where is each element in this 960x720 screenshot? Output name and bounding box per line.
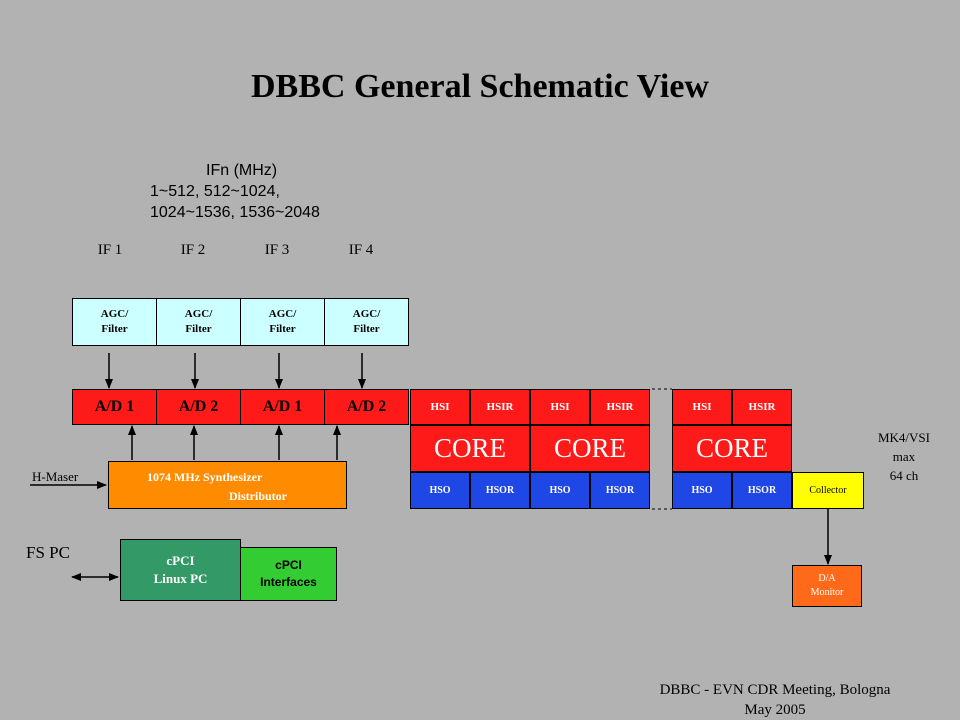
if-label-1: IF 1	[97, 242, 123, 258]
if-label-2: IF 2	[180, 242, 206, 258]
hso-1: HSO	[410, 472, 470, 509]
synthesizer-distributor: 1074 MHz Synthesizer Distributor	[108, 461, 347, 509]
ad-converter-4: A/D 2	[324, 389, 409, 425]
if-label-4: IF 4	[348, 242, 374, 258]
synth-line1: 1074 MHz Synthesizer	[147, 470, 263, 484]
synth-line2: Distributor	[229, 489, 287, 503]
hsi-1: HSI	[410, 389, 470, 425]
core-2: CORE	[530, 425, 650, 472]
fs-pc-label: FS PC	[26, 543, 70, 562]
ad-converter-3: A/D 1	[240, 389, 325, 425]
hsir-1: HSIR	[470, 389, 530, 425]
hsor-2: HSOR	[590, 472, 650, 509]
hsor-1: HSOR	[470, 472, 530, 509]
ifn-range-text: IFn (MHz) 1~512, 512~1024, 1024~1536, 15…	[150, 160, 320, 223]
hso-3: HSO	[672, 472, 732, 509]
ifn-line1: IFn (MHz)	[206, 162, 278, 179]
mk4-vsi-label: MK4/VSI max 64 ch	[877, 430, 930, 483]
hsor-3: HSOR	[732, 472, 792, 509]
hsir-2: HSIR	[590, 389, 650, 425]
ifn-line3: 1024~1536, 1536~2048	[150, 204, 320, 221]
hsi-2: HSI	[530, 389, 590, 425]
agc-filter-4: AGC/Filter	[324, 298, 409, 346]
if-label-3: IF 3	[264, 242, 290, 258]
agc-filter-3: AGC/Filter	[240, 298, 325, 346]
hsir-3: HSIR	[732, 389, 792, 425]
page-title: DBBC General Schematic View	[251, 68, 709, 105]
agc-filter-1: AGC/Filter	[72, 298, 157, 346]
ad-converter-2: A/D 2	[156, 389, 241, 425]
collector-box: Collector	[792, 472, 864, 509]
core-3: CORE	[672, 425, 792, 472]
footer-text: DBBC - EVN CDR Meeting, Bologna May 2005	[659, 682, 891, 718]
core-1: CORE	[410, 425, 530, 472]
ad-converter-1: A/D 1	[72, 389, 157, 425]
hmaser-label: H-Maser	[32, 469, 79, 484]
hsi-3: HSI	[672, 389, 732, 425]
hso-2: HSO	[530, 472, 590, 509]
agc-filter-2: AGC/Filter	[156, 298, 241, 346]
ifn-line2: 1~512, 512~1024,	[150, 183, 280, 200]
